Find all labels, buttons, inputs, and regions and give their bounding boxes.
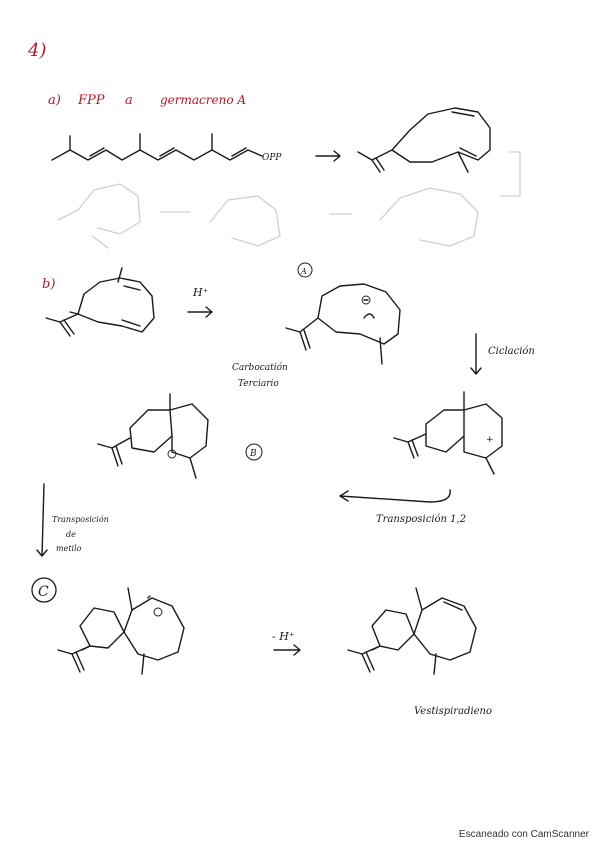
arrow-cyclization xyxy=(470,333,482,375)
germacrene-b-structure xyxy=(45,267,155,337)
fpp-structure: OPP xyxy=(51,133,282,163)
arrow-fpp-to-germacrene xyxy=(315,150,341,162)
methyl-shift-2: de xyxy=(66,530,76,539)
carbocation-caption-1: Carbocatión xyxy=(232,362,288,373)
part-c-reagent: - H⁺ xyxy=(272,630,295,643)
part-b-label: b) xyxy=(42,277,55,292)
ghost-row xyxy=(57,151,521,249)
transposition-label: Transposición 1,2 xyxy=(376,514,466,525)
carbocation-structure xyxy=(285,283,401,365)
part-a-label: a) xyxy=(48,93,61,108)
methyl-shift-3: metilo xyxy=(56,544,82,553)
reagent-h-plus: H⁺ xyxy=(192,286,209,299)
decalin-cation-right: + xyxy=(393,391,503,475)
spiro-cation-structure xyxy=(57,587,185,675)
part-a-to: germacreno A xyxy=(160,93,246,107)
arrow-deprotonation xyxy=(273,644,301,656)
arrow-methyl-shift xyxy=(36,483,48,557)
arrow-transposition xyxy=(339,489,451,503)
carbocation-caption-2: Terciario xyxy=(238,379,279,389)
svg-text:+: + xyxy=(486,435,494,445)
opp-label: OPP xyxy=(262,153,282,163)
question-number: 4) xyxy=(27,40,46,61)
product-name: Vestispiradieno xyxy=(414,706,492,717)
arrow-protonation xyxy=(187,306,213,318)
intermediate-a-circle xyxy=(297,262,313,278)
scanner-footer: Escaneado con CamScanner xyxy=(458,829,589,840)
part-a-connector: a xyxy=(125,93,133,108)
part-c-label: C xyxy=(38,584,49,600)
intermediate-a-label: A xyxy=(300,267,307,276)
decalin-cation-left xyxy=(97,393,209,479)
vetispiradiene-structure xyxy=(347,587,477,675)
intermediate-b-label: B xyxy=(249,449,257,459)
intermediate-b-circle xyxy=(245,443,263,461)
part-a-from: FPP xyxy=(77,93,105,108)
cyclization-label: Ciclación xyxy=(488,346,535,357)
part-c-circle xyxy=(31,577,57,603)
germacrene-a-structure xyxy=(357,107,491,173)
methyl-shift-1: Transposición xyxy=(52,515,109,524)
